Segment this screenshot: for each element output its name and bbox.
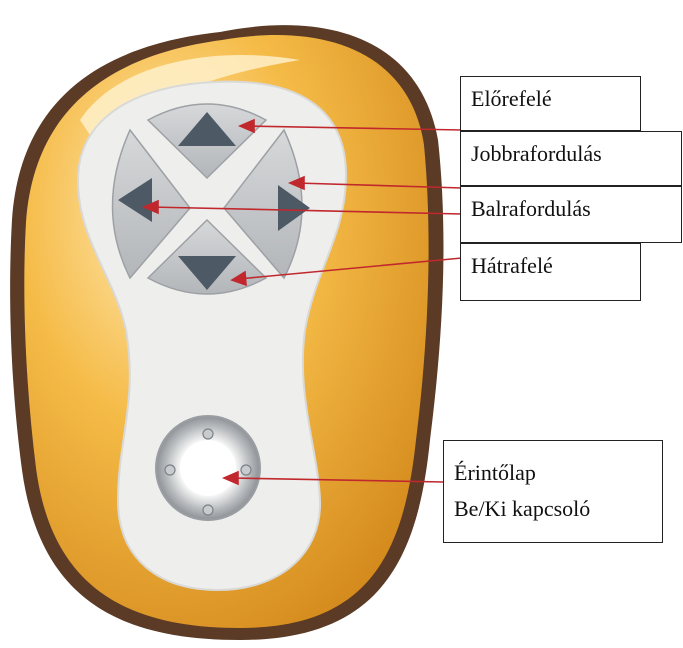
touchpad-icon[interactable] <box>180 440 236 496</box>
touchpad[interactable] <box>156 416 260 520</box>
label-turn-right-text: Jobbrafordulás <box>471 140 681 168</box>
label-forward: Előrefelé <box>460 76 641 131</box>
label-turn-left-text: Balrafordulás <box>471 195 681 223</box>
touchpad-led-right <box>241 465 251 475</box>
label-backward: Hátrafelé <box>460 243 641 301</box>
touchpad-led-top <box>203 429 213 439</box>
label-forward-text: Előrefelé <box>471 85 640 113</box>
touchpad-led-bottom <box>203 505 213 515</box>
label-turn-left: Balrafordulás <box>460 186 682 243</box>
label-turn-right: Jobbrafordulás <box>460 131 682 186</box>
label-touchpad-line1: Érintőlap <box>454 455 662 491</box>
label-backward-text: Hátrafelé <box>471 252 640 280</box>
label-touchpad: Érintőlap Be/Ki kapcsoló <box>443 440 663 543</box>
label-touchpad-line2: Be/Ki kapcsoló <box>454 491 662 527</box>
touchpad-led-left <box>165 465 175 475</box>
